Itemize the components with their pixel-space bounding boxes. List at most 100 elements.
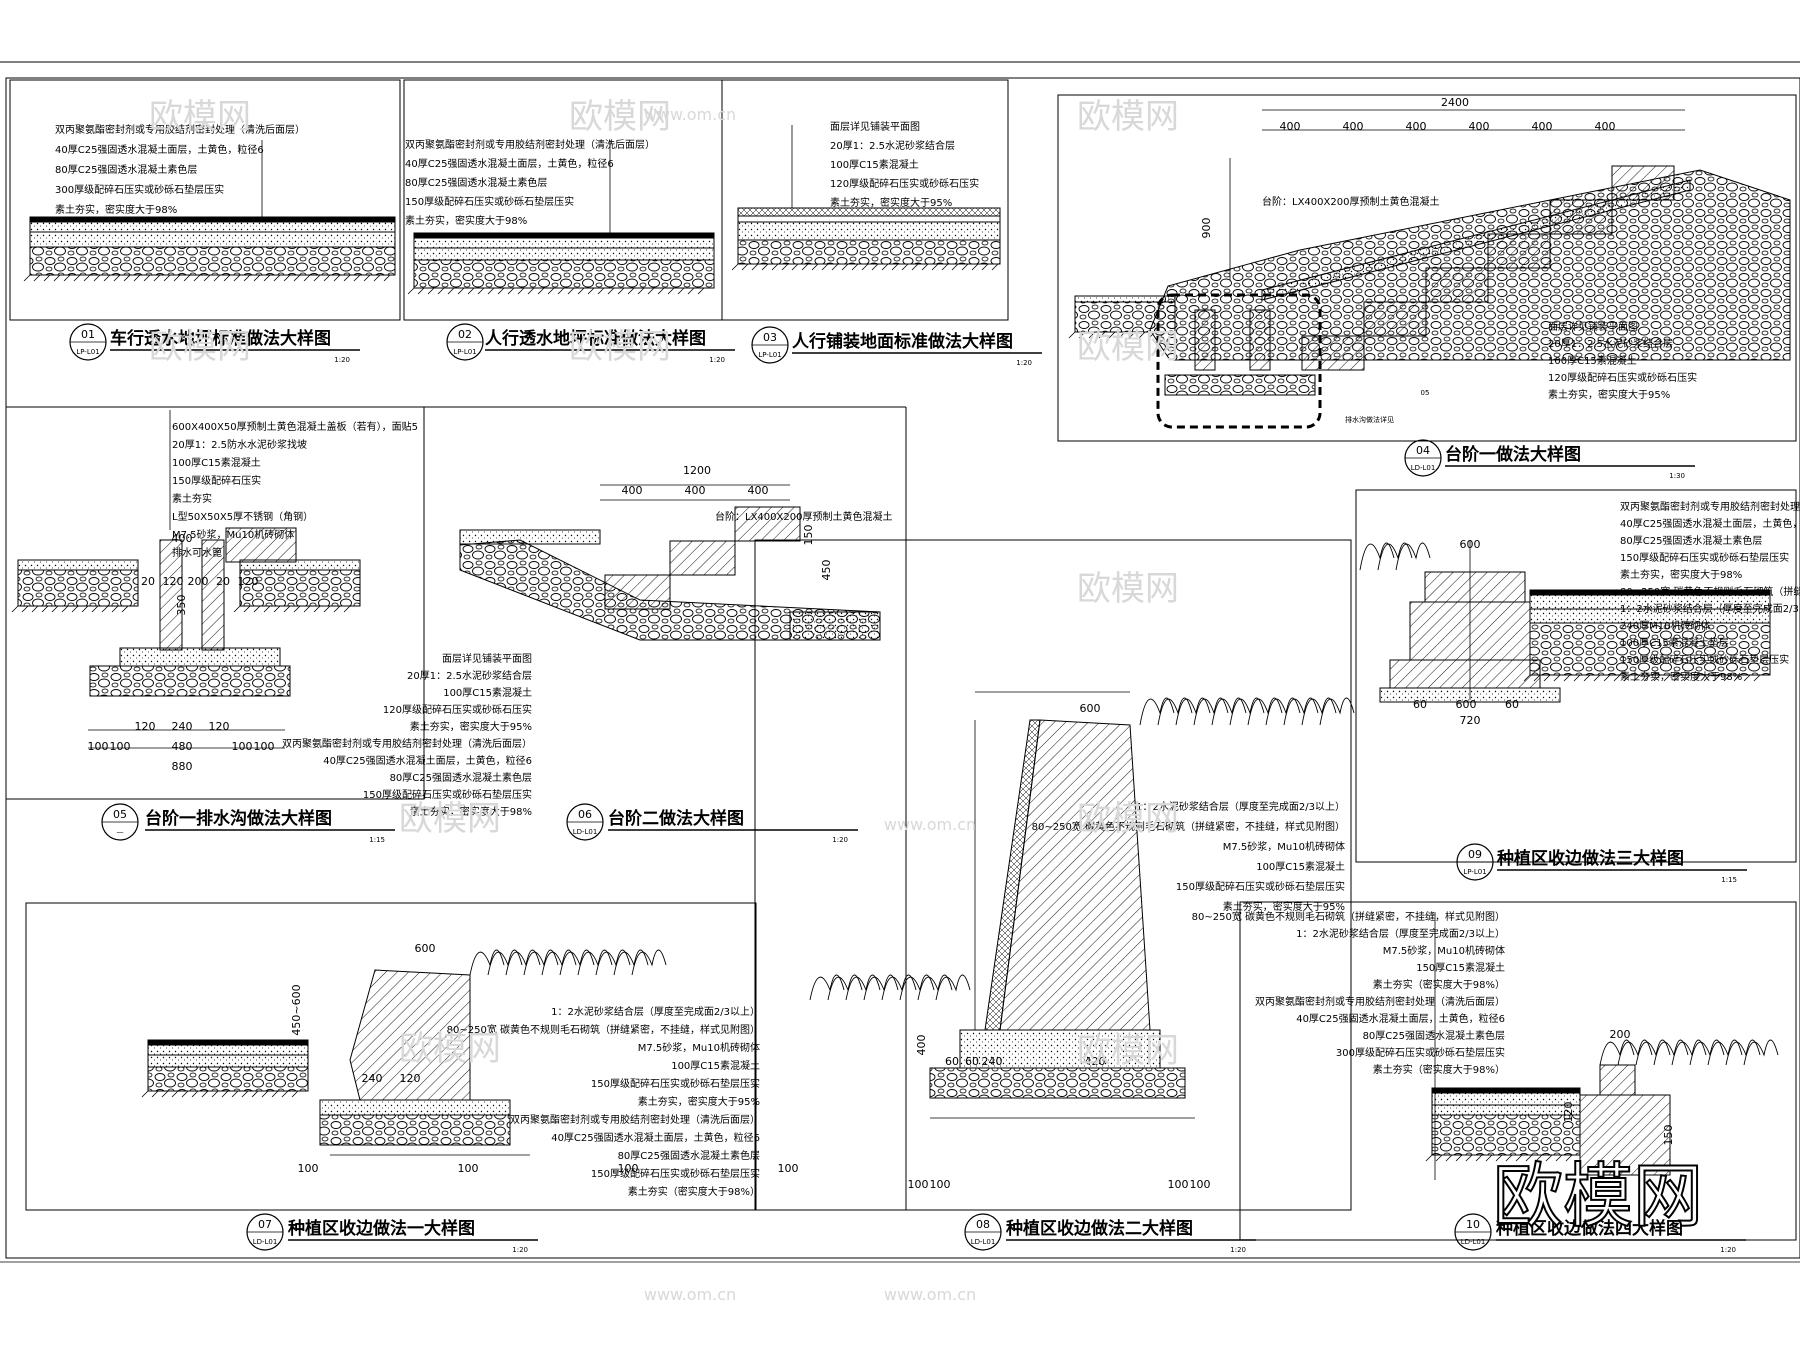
layer-label: 面层详见铺装平面图 — [830, 120, 920, 133]
detail-sheet-ref: LP-L01 — [453, 348, 476, 356]
line — [61, 605, 69, 613]
layer — [737, 221, 1001, 241]
line — [93, 274, 101, 282]
layer-label: 100厚C15素混凝土 — [172, 456, 261, 469]
detail-number: 05 — [113, 808, 127, 821]
line — [323, 274, 331, 282]
detail-number: 07 — [258, 1218, 272, 1231]
line — [1108, 331, 1116, 339]
line — [121, 605, 129, 613]
line — [333, 605, 341, 613]
line — [1533, 674, 1541, 682]
layer — [1529, 622, 1771, 676]
detail-number: 04 — [1416, 444, 1430, 457]
line — [273, 605, 281, 613]
watermark-brand: 欧模网 — [1077, 327, 1179, 367]
dimension: 120 — [163, 575, 184, 588]
line — [677, 287, 685, 295]
line — [233, 605, 241, 613]
line — [1515, 1154, 1523, 1162]
line — [123, 274, 131, 282]
layer-label: 80厚C25强固透水混凝土素色层 — [55, 163, 197, 176]
line — [1475, 1154, 1483, 1162]
dimension: 240 — [362, 1072, 383, 1085]
line — [1693, 674, 1701, 682]
line — [243, 605, 251, 613]
detail-title: 种植区收边做法一大样图 — [287, 1218, 475, 1239]
detail-number: 10 — [1466, 1218, 1480, 1231]
dimension: 2400 — [1441, 96, 1469, 109]
plant — [1743, 1039, 1779, 1066]
line — [1565, 1154, 1573, 1162]
dimension: 100 — [778, 1162, 799, 1175]
watermark-brand: 欧模网 — [399, 799, 501, 839]
step-note: 台阶：LX400X200厚预制土黄色混凝土 — [715, 510, 892, 523]
line — [31, 605, 39, 613]
layer — [413, 247, 715, 261]
line — [253, 605, 261, 613]
layer-label: 1：2水泥砂浆结合层（厚度至完成面2/3以上） — [1296, 927, 1505, 940]
watermark-brand: 欧模网 — [1077, 799, 1179, 839]
layer-label: 240厚M10机砖砌体 — [1620, 619, 1710, 632]
dimension: 100 — [254, 740, 275, 753]
line — [1653, 674, 1661, 682]
layer-label: 双丙聚氨酯密封剂或专用胶结剂密封处理（清洗后面层） — [1620, 500, 1800, 513]
dimension: 400 — [748, 484, 769, 497]
dimension: 600 — [415, 942, 436, 955]
line — [51, 605, 59, 613]
line — [1525, 1154, 1533, 1162]
dimension: 200 — [1610, 1028, 1631, 1041]
layer-label: 80~250宽 碳黄色不规则毛石砌筑（拼缝紧密，不挂缝，样式见附图） — [447, 1023, 760, 1036]
layer — [737, 215, 1001, 223]
line — [63, 274, 71, 282]
layer-label: 双丙聚氨酯密封剂或专用胶结剂密封处理（清洗后面层） — [55, 123, 305, 136]
line — [1495, 1154, 1503, 1162]
watermark-url: www.om.cn — [884, 1285, 976, 1304]
line — [821, 263, 829, 271]
detail-scale: 1:20 — [334, 356, 350, 364]
dimension: 60 — [1413, 698, 1427, 711]
layer — [147, 1039, 309, 1046]
line — [1078, 331, 1086, 339]
layer — [29, 231, 396, 248]
line — [507, 287, 515, 295]
line — [981, 263, 989, 271]
line — [1118, 331, 1126, 339]
line — [43, 274, 51, 282]
line — [333, 274, 341, 282]
layer-label: 40厚C25强固透水混凝土面层，土黄色，粒径6 — [551, 1131, 760, 1144]
line — [547, 287, 555, 295]
line — [303, 274, 311, 282]
line — [487, 287, 495, 295]
layer-label: M7.5砂浆，Mu10机砖砌体 — [638, 1041, 760, 1054]
ref-number: 05 — [1421, 389, 1430, 397]
layer-label: 150厚级配碎石压实或砂砾石垫层压实 — [1620, 653, 1789, 666]
layer-label: 1：2水泥砂浆结合层（厚度至完成面2/3以上） — [1620, 602, 1800, 615]
layer-label: 150厚级配碎石压实或砂砾石垫层压实 — [1176, 880, 1345, 893]
line — [931, 263, 939, 271]
line — [761, 263, 769, 271]
line — [1743, 674, 1751, 682]
line — [203, 274, 211, 282]
line — [1553, 674, 1561, 682]
line — [323, 605, 331, 613]
layer — [669, 540, 736, 576]
line — [1543, 674, 1551, 682]
detail-number: 06 — [578, 808, 592, 821]
layer-label: 素土夯实，密实度大于98% — [410, 805, 532, 818]
layer-label: 1：2水泥砂浆结合层（厚度至完成面2/3以上） — [551, 1005, 760, 1018]
line — [1593, 674, 1601, 682]
dimension: 400 — [685, 484, 706, 497]
dimension: 100 — [1190, 1178, 1211, 1191]
line — [741, 263, 749, 271]
line — [223, 274, 231, 282]
plant — [1139, 697, 1175, 726]
layer — [1389, 659, 1541, 689]
layer — [147, 1054, 309, 1068]
line — [293, 605, 301, 613]
layer-label: 80厚C25强固透水混凝土素色层 — [390, 771, 532, 784]
line — [1138, 331, 1146, 339]
plant — [1193, 697, 1229, 726]
layer-label: 80~250宽 碳黄色不规则毛石砌筑（拼缝紧密，不挂缝，样式见附图） — [1032, 820, 1345, 833]
